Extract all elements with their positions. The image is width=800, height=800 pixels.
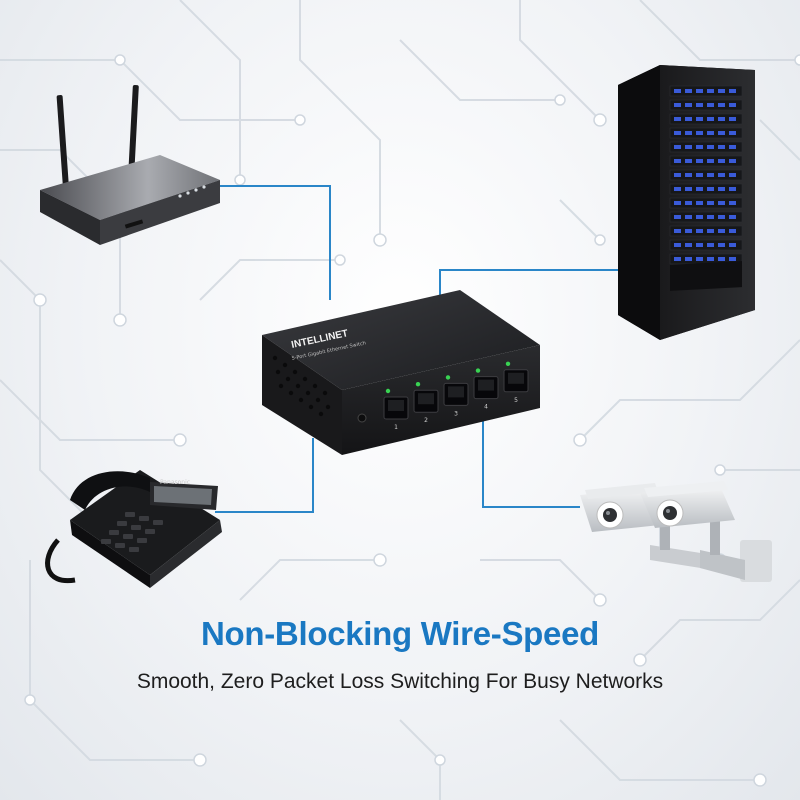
server-drives	[669, 85, 743, 265]
phone-link	[215, 438, 314, 513]
drive-bay	[669, 155, 743, 167]
port-number: 1	[394, 424, 398, 431]
connection-lines	[215, 185, 618, 513]
phone-key	[145, 529, 155, 534]
phone-key	[115, 543, 125, 548]
drive-bay	[669, 85, 743, 97]
camera-link	[482, 412, 580, 508]
power-jack-icon	[357, 413, 367, 423]
drive-bay	[669, 225, 743, 237]
router-link	[220, 185, 331, 300]
phone-key	[125, 512, 135, 517]
router-icon	[40, 85, 220, 245]
port-number: 4	[484, 404, 488, 411]
port-led	[475, 368, 481, 373]
phone-key	[137, 538, 147, 543]
phone-key	[101, 539, 111, 544]
server-rack-icon	[618, 65, 755, 340]
desk-phone-icon: Panasonic	[45, 470, 222, 588]
port-led	[385, 388, 391, 394]
drive-bay	[669, 169, 743, 181]
drive-bay	[669, 141, 743, 153]
phone-key	[131, 525, 141, 530]
switch-ports: 1 2 3 4 5	[383, 361, 529, 431]
headline: Non-Blocking Wire-Speed	[201, 615, 599, 652]
security-camera-icon	[580, 481, 772, 582]
port-number: 3	[454, 410, 458, 417]
drive-bay	[669, 99, 743, 111]
port-number: 2	[424, 417, 428, 424]
drive-bay	[669, 113, 743, 125]
ethernet-port-1: 1	[383, 388, 409, 431]
phone-brand-label: Panasonic	[160, 479, 190, 486]
phone-key	[139, 516, 149, 521]
phone-key	[153, 520, 163, 525]
ethernet-port-3: 3	[443, 375, 469, 417]
port-led	[505, 361, 511, 366]
ethernet-port-4: 4	[473, 368, 499, 411]
drive-bay	[669, 127, 743, 139]
phone-key	[123, 534, 133, 539]
phone-keypad	[101, 512, 163, 552]
subline: Smooth, Zero Packet Loss Switching For B…	[136, 670, 664, 693]
ethernet-port-2: 2	[413, 382, 439, 424]
drive-bay	[669, 211, 743, 223]
drive-bay	[669, 197, 743, 209]
drive-bay	[669, 183, 743, 195]
phone-key	[129, 547, 139, 552]
phone-key	[117, 521, 127, 526]
ethernet-port-5: 5	[503, 361, 529, 404]
server-link	[439, 269, 618, 300]
port-led	[415, 382, 421, 387]
drive-bay	[669, 239, 743, 251]
network-switch-icon: INTELLINET 5-Port Gigabit Ethernet Switc…	[262, 290, 540, 455]
port-number: 5	[514, 397, 518, 404]
phone-key	[109, 530, 119, 535]
port-led	[445, 375, 451, 380]
